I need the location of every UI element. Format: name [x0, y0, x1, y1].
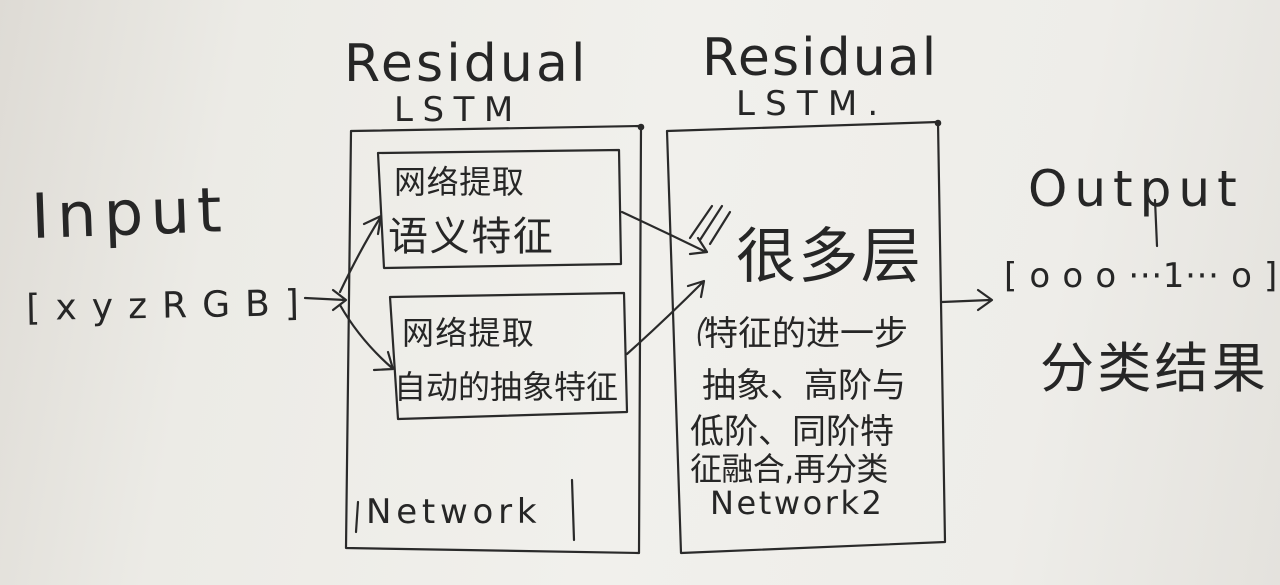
arrow-box2-to-net2: [625, 279, 706, 356]
network2-header-line2: LSTM.: [736, 84, 889, 124]
arrow-input-to-box2: [338, 303, 395, 372]
network1-box1-line2: 语义特征: [388, 214, 555, 260]
network1-footer-mark: [354, 500, 360, 534]
output-vector: [ o o o ···1··· o ]: [1004, 256, 1278, 296]
input-to-net-arrow: [303, 288, 348, 312]
network1-header-line2: LSTM: [394, 90, 523, 130]
network2-big-text: 很多层: [736, 222, 924, 292]
network1-box2-line2: 自动的抽象特征: [394, 368, 619, 406]
network2-desc-line-2: 抽象、高阶与: [702, 366, 906, 406]
output-stem: [1153, 198, 1159, 248]
network1-header-line1: Residual: [344, 34, 589, 94]
input-vector: [ x y z R G B ]: [26, 283, 301, 329]
network1-box1-line1: 网络提取: [394, 163, 525, 201]
network1-inner-box-1: [376, 148, 623, 270]
net2-slash-marks: [688, 204, 732, 246]
input-title: Input: [30, 173, 231, 253]
network2-footer-label: Network2: [710, 484, 885, 522]
network2-desc-line-3: 低阶、同阶特: [690, 412, 894, 452]
network2-desc-line-1: 特征的进一步: [704, 314, 908, 354]
network2-desc-line-4: 征融合,再分类: [690, 450, 888, 488]
output-title: Output: [1028, 160, 1244, 218]
network1-box2-line1: 网络提取: [402, 314, 536, 352]
net2-desc-bracket: [697, 316, 708, 347]
network2-box: [665, 120, 947, 555]
network1-outer-box: [344, 124, 643, 555]
arrow-net2-to-output: [940, 288, 994, 312]
output-label: 分类结果: [1040, 337, 1269, 400]
network2-header-line1: Residual: [702, 28, 939, 88]
network1-inner-box-2: [388, 291, 629, 421]
arrow-box1-to-net2: [620, 210, 709, 256]
arrow-input-to-box1: [338, 214, 383, 294]
network1-footer-label: Network: [366, 492, 542, 532]
network1-footer-tick: [570, 478, 576, 542]
